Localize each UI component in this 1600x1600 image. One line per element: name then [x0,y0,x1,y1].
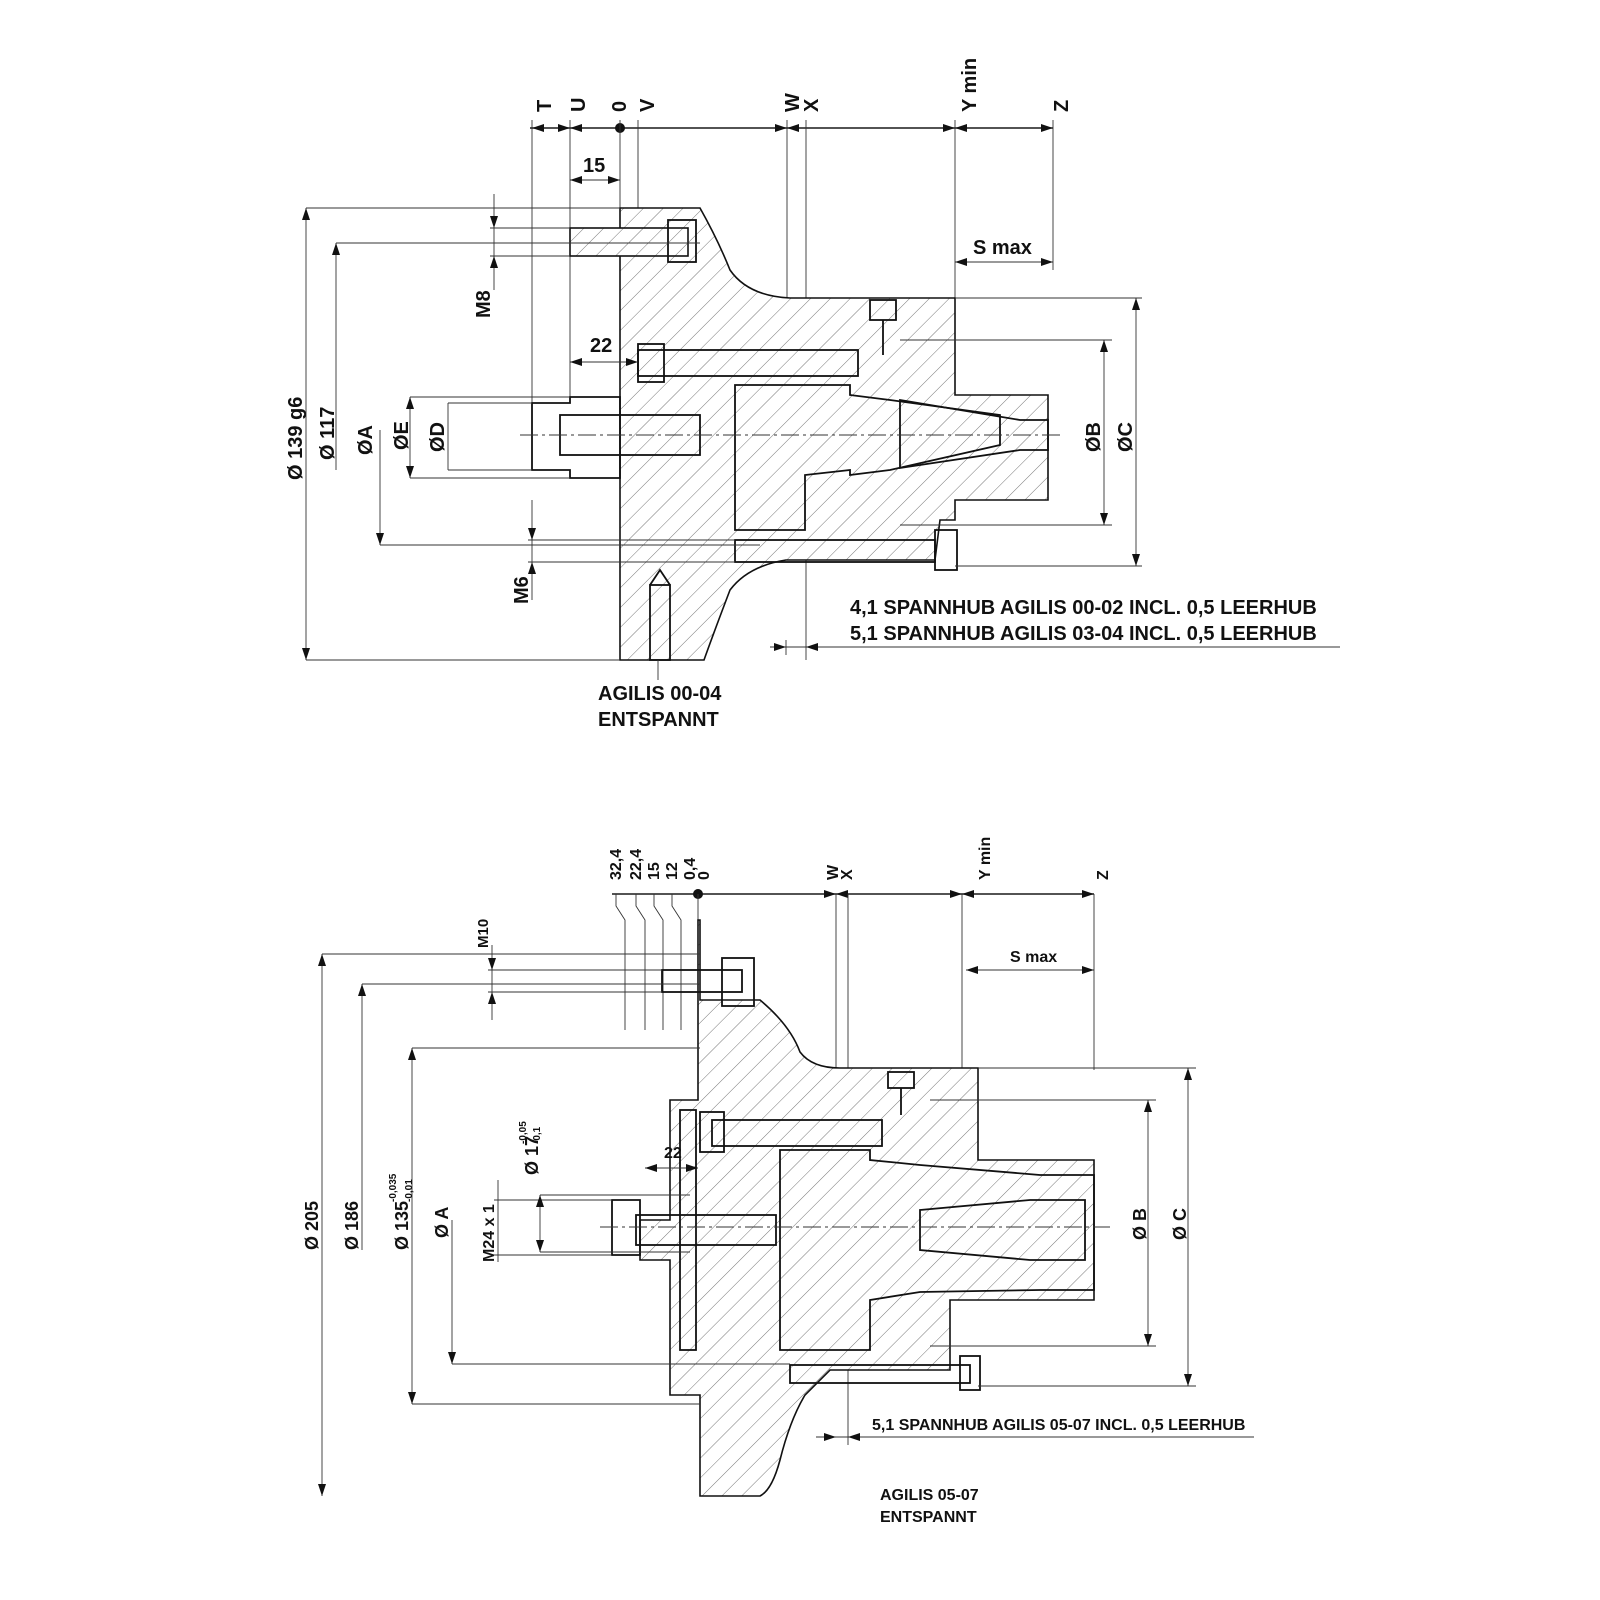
dim-dia17: Ø 17 [522,1136,542,1175]
bottom-shaft [611,1199,641,1256]
top-shaft [531,396,621,479]
ref-Z-bottom: Z [1095,870,1112,880]
note-stroke-1: 4,1 SPANNHUB AGILIS 00-02 INCL. 0,5 LEER… [850,597,1317,619]
bottom-view: 32,4 22,4 15 12 0,4 0 W X Y min Z S max [302,837,1254,1526]
bottom-draw-bar [635,1214,777,1246]
ref-12: 12 [664,862,681,880]
dim-15: 15 [583,155,605,177]
dim-22-bottom: 22 [664,1145,682,1162]
dim-dia139: Ø 139 g6 [285,397,307,480]
ref-X: X [801,98,823,112]
ref-W: W [782,93,804,112]
bottom-flange-body [639,919,1095,1497]
dim-22: 22 [590,335,612,357]
ref-X-bottom: X [839,869,856,880]
dim-diaB: ØB [1083,422,1105,452]
note-stroke-2: 5,1 SPANNHUB AGILIS 03-04 INCL. 0,5 LEER… [850,623,1317,645]
ref-Z: Z [1051,100,1073,112]
dim-dia135-tol-lo: -0,01 [404,1179,415,1202]
ref-Ymin: Y min [959,58,981,112]
top-pin [649,584,671,661]
top-view: T U 0 V W X Y min Z 15 S max [285,58,1340,731]
top-taper [899,398,1049,470]
dim-dia205: Ø 205 [302,1201,322,1250]
dim-smax-bottom: S max [1010,949,1057,966]
dim-diaC-bottom: Ø C [1170,1208,1190,1240]
ref-22-4: 22,4 [628,849,645,880]
dim-diaA: ØA [355,425,377,455]
label-agilis-05-07: AGILIS 05-07 [880,1487,979,1504]
label-agilis-00-04: AGILIS 00-04 [598,683,722,705]
dim-diaD: ØD [427,422,449,452]
top-flange-body [619,207,1049,661]
dim-diaC: ØC [1115,422,1137,452]
dim-dia17-tol-up: -0,05 [518,1121,529,1144]
ref-V: V [637,98,659,112]
bottom-screw-m10 [661,969,743,993]
bottom-sleeve [679,1109,697,1351]
ref-0-4: 0,4 [682,858,699,880]
dim-dia135-tol-up: -0,035 [388,1173,399,1202]
ref-0: 0 [609,101,631,112]
ref-32-4: 32,4 [608,849,625,880]
dim-diaA-bottom: Ø A [432,1207,452,1238]
bottom-screw-22 [711,1119,883,1147]
dim-m10: M10 [475,919,492,948]
dim-diaB-bottom: Ø B [1130,1208,1150,1240]
label-entspannt-bottom: ENTSPANNT [880,1509,977,1526]
ref-15: 15 [646,862,663,880]
dim-dia135: Ø 135 [392,1201,412,1250]
dim-m8: M8 [473,290,495,318]
bottom-inner-bore [779,1149,1095,1351]
dim-smax: S max [973,237,1032,259]
note-stroke-bottom: 5,1 SPANNHUB AGILIS 05-07 INCL. 0,5 LEER… [872,1417,1245,1434]
dim-diaE: ØE [391,421,413,450]
dim-dia186: Ø 186 [342,1201,362,1250]
ref-W-bottom: W [825,864,842,880]
ref-0-bottom: 0 [696,871,713,880]
top-screw-m8 [569,227,689,257]
top-inner-bore [734,384,1001,531]
dim-dia17-tol-lo: -0,1 [532,1126,543,1144]
ref-U: U [568,98,590,112]
dim-m24: M24 x 1 [481,1204,498,1262]
dim-m6: M6 [511,576,533,604]
top-ref-verticals [531,120,1054,660]
bottom-taper [919,1199,1086,1261]
bottom-screw-lower [789,1364,971,1384]
label-entspannt-top: ENTSPANNT [598,709,719,731]
ref-T: T [534,100,556,112]
ref-Ymin-bottom: Y min [977,837,994,880]
dim-dia117: Ø 117 [317,407,339,460]
